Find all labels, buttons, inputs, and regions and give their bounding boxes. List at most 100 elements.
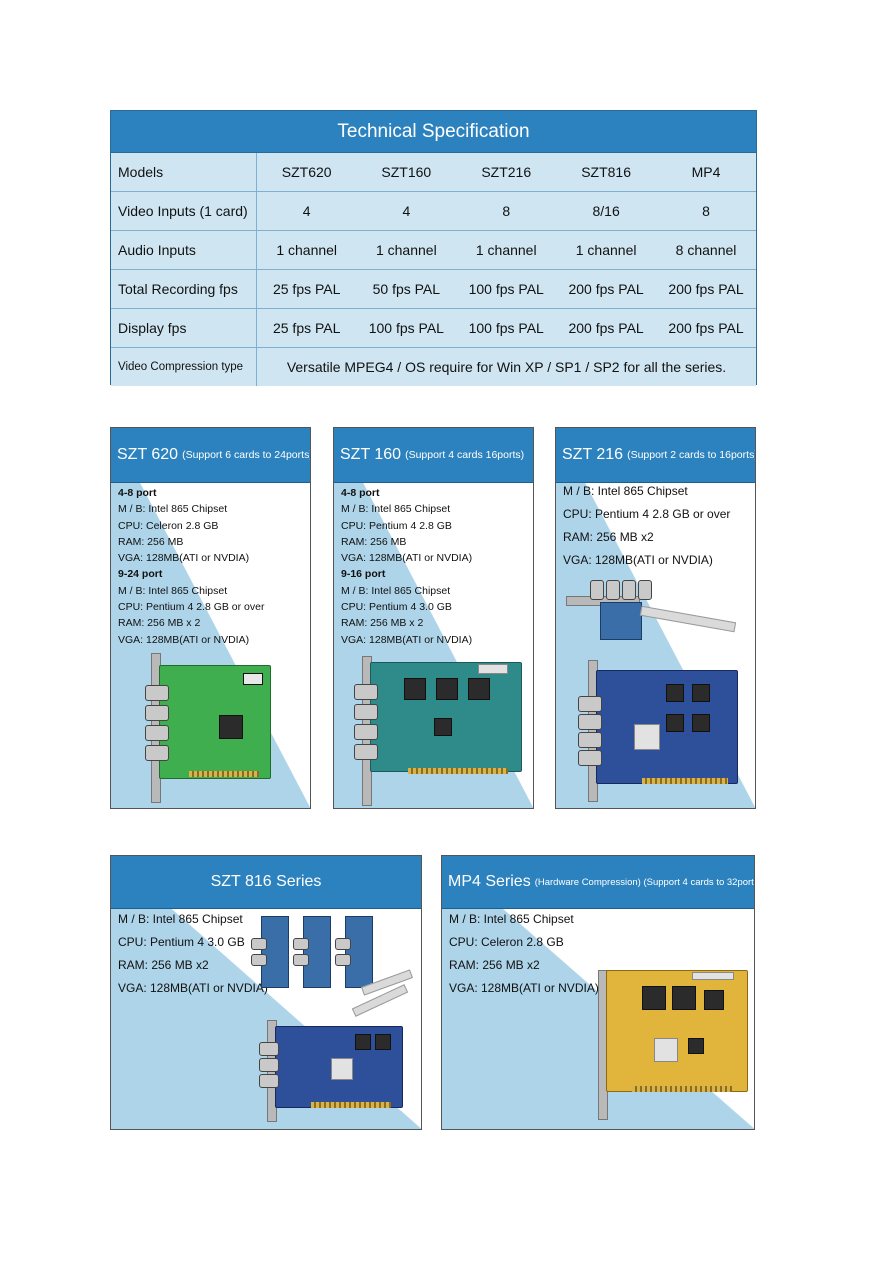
panel-subtitle: (Support 2 cards to 16ports) <box>627 449 756 461</box>
spec-line: RAM: 256 MB x 2 <box>341 617 424 630</box>
spec-line: RAM: 256 MB x2 <box>449 958 540 972</box>
panel-header: SZT 160 (Support 4 cards 16ports) <box>334 428 533 483</box>
panel-title: SZT 216 <box>562 446 624 463</box>
spec-line: CPU: Pentium 4 3.0 GB <box>118 935 245 949</box>
spec-cell: 25 fps PAL <box>256 269 357 309</box>
spec-line: CPU: Pentium 4 2.8 GB or over <box>563 507 731 521</box>
spec-cell: 4 <box>356 191 457 231</box>
spec-line: VGA: 128MB(ATI or NVDIA) <box>563 553 713 567</box>
panel-header: SZT 620 (Support 6 cards to 24ports) <box>111 428 310 483</box>
spec-line: CPU: Pentium 4 2.8 GB <box>341 519 452 532</box>
spec-heading: 9-16 port <box>341 568 386 581</box>
panel-subtitle: (Support 4 cards 16ports) <box>405 449 525 461</box>
spec-line: M / B: Intel 865 Chipset <box>563 484 688 498</box>
spec-label: Total Recording fps <box>111 269 257 309</box>
spec-cell: 50 fps PAL <box>356 269 457 309</box>
spec-cell: MP4 <box>656 153 756 192</box>
spec-cell: 100 fps PAL <box>356 308 457 348</box>
spec-line: VGA: 128MB(ATI or NVDIA) <box>118 633 250 646</box>
spec-cell: 8 channel <box>656 230 756 270</box>
panel-subtitle: (Support 6 cards to 24ports) <box>182 449 311 461</box>
spec-cell: Versatile MPEG4 / OS require for Win XP … <box>256 347 756 386</box>
capture-card-image <box>592 964 752 1124</box>
spec-cell: SZT816 <box>556 153 657 192</box>
spec-line: CPU: Celeron 2.8 GB <box>449 935 564 949</box>
spec-line: VGA: 128MB(ATI or NVDIA) <box>118 981 268 995</box>
panel-subtitle: (Hardware Compression) (Support 4 cards … <box>534 876 755 888</box>
spec-list: 4-8 port M / B: Intel 865 Chipset CPU: P… <box>341 485 472 648</box>
spec-label: Display fps <box>111 308 257 348</box>
spec-list: M / B: Intel 865 Chipset CPU: Pentium 4 … <box>563 480 730 572</box>
spec-line: VGA: 128MB(ATI or NVDIA) <box>341 552 473 565</box>
panel-header: MP4 Series (Hardware Compression) (Suppo… <box>442 856 754 909</box>
spec-cell: 1 channel <box>356 230 457 270</box>
spec-line: M / B: Intel 865 Chipset <box>341 584 451 597</box>
spec-cell: 200 fps PAL <box>656 269 756 309</box>
panel-header: SZT 216 (Support 2 cards to 16ports) <box>556 428 755 483</box>
spec-line: VGA: 128MB(ATI or NVDIA) <box>449 981 599 995</box>
spec-line: M / B: Intel 865 Chipset <box>118 503 228 516</box>
panel-title: MP4 Series <box>448 873 531 890</box>
spec-label: Models <box>111 153 257 192</box>
spec-label: Audio Inputs <box>111 230 257 270</box>
spec-label: Video Compression type <box>111 347 257 386</box>
spec-line: VGA: 128MB(ATI or NVDIA) <box>341 633 473 646</box>
spec-line: RAM: 256 MB x2 <box>118 958 209 972</box>
spec-list: M / B: Intel 865 Chipset CPU: Celeron 2.… <box>449 908 599 1000</box>
spec-heading: 4-8 port <box>118 487 157 499</box>
spec-cell: 25 fps PAL <box>256 308 357 348</box>
spec-cell: 100 fps PAL <box>456 308 557 348</box>
panel-szt816: SZT 816 Series M / B: Intel 865 Chipset … <box>110 855 422 1130</box>
spec-line: RAM: 256 MB x2 <box>563 530 654 544</box>
capture-card-image <box>348 656 528 806</box>
spec-line: RAM: 256 MB <box>341 535 407 548</box>
spec-line: RAM: 256 MB x 2 <box>118 617 201 630</box>
spec-label: Video Inputs (1 card) <box>111 191 257 231</box>
spec-list: M / B: Intel 865 Chipset CPU: Pentium 4 … <box>118 908 268 1000</box>
spec-cell: 200 fps PAL <box>656 308 756 348</box>
spec-line: CPU: Pentium 4 3.0 GB <box>341 601 452 614</box>
spec-cell: 8 <box>456 191 557 231</box>
spec-heading: 4-8 port <box>341 487 380 499</box>
spec-cell: 8 <box>656 191 756 231</box>
panel-title: SZT 620 <box>117 446 179 463</box>
spec-line: M / B: Intel 865 Chipset <box>118 584 228 597</box>
spec-cell: 1 channel <box>456 230 557 270</box>
spec-heading: 9-24 port <box>118 568 163 581</box>
spec-cell: 4 <box>256 191 357 231</box>
spec-cell: 8/16 <box>556 191 657 231</box>
panel-header: SZT 816 Series <box>111 856 421 909</box>
spec-cell: 100 fps PAL <box>456 269 557 309</box>
spec-table-title: Technical Specification <box>111 111 756 153</box>
spec-line: M / B: Intel 865 Chipset <box>449 912 574 926</box>
capture-card-image <box>141 653 301 803</box>
spec-cell: 1 channel <box>256 230 357 270</box>
spec-line: CPU: Pentium 4 2.8 GB or over <box>118 601 265 614</box>
spec-cell: 1 channel <box>556 230 657 270</box>
panel-szt160: SZT 160 (Support 4 cards 16ports) 4-8 po… <box>333 427 534 809</box>
spec-line: CPU: Celeron 2.8 GB <box>118 519 219 532</box>
spec-line: RAM: 256 MB <box>118 535 184 548</box>
spec-line: VGA: 128MB(ATI or NVDIA) <box>118 552 250 565</box>
panel-title: SZT 816 Series <box>210 873 322 890</box>
spec-cell: 200 fps PAL <box>556 269 657 309</box>
spec-cell: SZT620 <box>256 153 357 192</box>
spec-cell: 200 fps PAL <box>556 308 657 348</box>
spec-line: M / B: Intel 865 Chipset <box>341 503 451 516</box>
panel-mp4: MP4 Series (Hardware Compression) (Suppo… <box>441 855 755 1130</box>
panel-title: SZT 160 <box>340 446 402 463</box>
capture-card-image <box>251 908 419 1126</box>
spec-line: M / B: Intel 865 Chipset <box>118 912 243 926</box>
panel-szt620: SZT 620 (Support 6 cards to 24ports) 4-8… <box>110 427 311 809</box>
spec-cell: SZT160 <box>356 153 457 192</box>
capture-card-image <box>562 574 754 804</box>
spec-row-compression: Video Compression type Versatile MPEG4 /… <box>111 347 756 386</box>
spec-cell: SZT216 <box>456 153 557 192</box>
